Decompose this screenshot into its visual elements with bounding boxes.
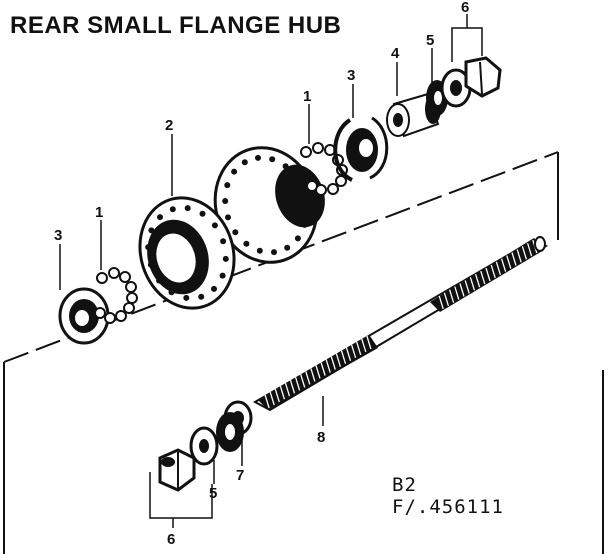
spoke-hole [243,240,250,247]
callout-dust-cap: 7 [236,467,244,484]
spoke-hole [168,289,175,296]
figure-number: F/.456111 [392,496,504,518]
axle-thread [335,353,342,367]
spoke-hole [232,229,239,236]
axle-thread [464,280,470,294]
figure-code: B2 [392,474,417,496]
axle-thread [485,267,491,282]
axle-thread [516,249,522,263]
spoke-hole [199,210,206,217]
axle-thread [356,341,362,356]
axle-thread [480,270,486,285]
callout-cone-left: 3 [54,227,62,244]
axle-thread [279,386,286,400]
axle-thread [289,380,296,394]
callout-axle: 8 [317,429,325,446]
axle-thread [294,377,301,391]
axle-thread [269,391,275,406]
spoke-hole [220,238,227,245]
axle-thread [500,258,507,272]
ball-bearings-right [300,142,348,196]
spoke-hole [271,249,277,256]
spoke-hole [255,154,261,161]
spoke-hole [241,159,248,166]
callout-ball-bearing-left: 1 [95,204,103,221]
spoke-hole [294,235,301,242]
axle-thread [264,394,270,409]
axle-thread [310,368,316,382]
axle-thread [330,356,336,370]
axle-thread [469,277,476,291]
axle-thread [361,338,367,353]
axle-thread [325,359,331,373]
axle-thread [506,255,512,269]
axle-thread [526,243,533,257]
callout-ball-bearing-right: 1 [303,88,311,105]
callout-locknut-bottom: 6 [167,531,175,548]
spoke-hole [157,214,163,221]
axle-thread [340,350,347,364]
spoke-hole [284,244,291,251]
spoke-hole [169,206,176,213]
axle-thread [521,246,528,260]
spoke-hole [269,156,276,163]
axle-thread [495,261,502,275]
spoke-hole [184,205,191,212]
callout-washer-bottom: 5 [209,485,217,502]
axle [252,236,549,412]
spoke-hole [145,244,152,251]
spoke-hole [282,163,289,170]
spoke-hole [222,255,229,262]
axle-thread [454,286,460,300]
axle-thread [448,289,455,303]
spoke-hole [303,206,310,212]
axle-thread [511,252,517,266]
washer-bottom [189,412,244,466]
locknut-bottom [158,448,196,492]
axle-thread [438,295,444,310]
spoke-hole [148,227,155,234]
spoke-hole [222,198,229,204]
spoke-hole [156,277,163,284]
axle-thread [490,264,496,279]
ball-bearings-left [94,267,138,324]
callout-locknut-top: 6 [461,0,469,16]
axle-thread [443,292,450,306]
callout-hub-shell: 2 [165,117,173,134]
axle-thread [315,365,321,379]
axle-thread [300,374,306,388]
axle-thread [345,347,352,361]
spoke-hole [219,272,226,279]
callout-cone-right: 3 [347,67,355,84]
diagram-title: REAR SMALL FLANGE HUB [10,12,342,39]
axle-thread [305,371,311,385]
spoke-hole [211,285,217,292]
axle-thread [320,362,326,376]
axle-thread [474,274,481,288]
spoke-hole [225,214,231,221]
spoke-hole [301,221,308,228]
spoke-hole [301,189,307,196]
axle-thread [350,344,357,358]
spoke-hole [293,174,300,181]
cone-right [333,116,389,182]
callout-spacer: 4 [391,45,400,62]
spoke-hole [147,261,154,268]
callout-washer-top: 5 [426,32,434,49]
locknut-top [440,56,502,108]
spoke-hole [211,222,218,229]
spoke-hole [183,294,190,301]
axle-thread [284,383,291,397]
spoke-hole [256,247,263,254]
axle-thread [459,283,465,297]
spoke-hole [198,293,205,300]
spoke-hole [231,168,238,175]
hub-shell [138,146,325,310]
leader-lines [59,14,483,528]
spoke-hole [224,182,231,189]
axle-thread [274,388,280,403]
axle-thread [366,335,372,350]
